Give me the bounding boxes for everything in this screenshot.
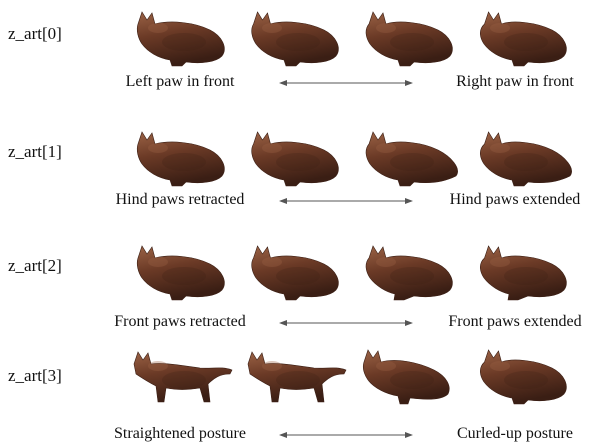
cat-image-2 xyxy=(352,6,464,70)
latent-row-2: z_art[2] Front paws retracted Front paws e… xyxy=(0,226,613,336)
row-label: z_art[0] xyxy=(8,24,62,44)
row-label: z_art[1] xyxy=(8,142,62,162)
double-headed-arrow-icon xyxy=(278,194,414,206)
cat-image-1 xyxy=(238,344,350,408)
latent-row-3: z_art[3] Straightened posture Curled-up po… xyxy=(0,336,613,446)
left-caption: Left paw in front xyxy=(60,72,300,92)
cat-image-0 xyxy=(124,126,236,190)
double-headed-arrow-icon xyxy=(278,76,414,88)
cat-image-3 xyxy=(466,240,578,304)
right-caption: Right paw in front xyxy=(420,72,610,92)
double-headed-arrow-icon xyxy=(278,316,414,328)
latent-row-0: z_art[0] Left paw in front Right paw in fr… xyxy=(0,0,613,110)
cat-image-3 xyxy=(466,126,578,190)
cat-image-1 xyxy=(238,126,350,190)
cat-image-1 xyxy=(238,6,350,70)
row-label: z_art[3] xyxy=(8,366,62,386)
cat-image-3 xyxy=(466,6,578,70)
left-caption: Straightened posture xyxy=(60,424,300,444)
right-caption: Curled-up posture xyxy=(420,424,610,444)
right-caption: Front paws extended xyxy=(420,312,610,332)
right-caption: Hind paws extended xyxy=(420,190,610,210)
cat-image-2 xyxy=(352,344,464,408)
cat-image-2 xyxy=(352,240,464,304)
left-caption: Front paws retracted xyxy=(60,312,300,332)
cat-image-0 xyxy=(124,6,236,70)
row-label: z_art[2] xyxy=(8,256,62,276)
cat-image-3 xyxy=(466,344,578,408)
cat-image-0 xyxy=(124,240,236,304)
latent-row-1: z_art[1] Hind paws retracted Hind paws ext… xyxy=(0,112,613,222)
cat-image-0 xyxy=(124,344,236,408)
left-caption: Hind paws retracted xyxy=(60,190,300,210)
double-headed-arrow-icon xyxy=(278,428,414,440)
cat-image-2 xyxy=(352,126,464,190)
cat-image-1 xyxy=(238,240,350,304)
